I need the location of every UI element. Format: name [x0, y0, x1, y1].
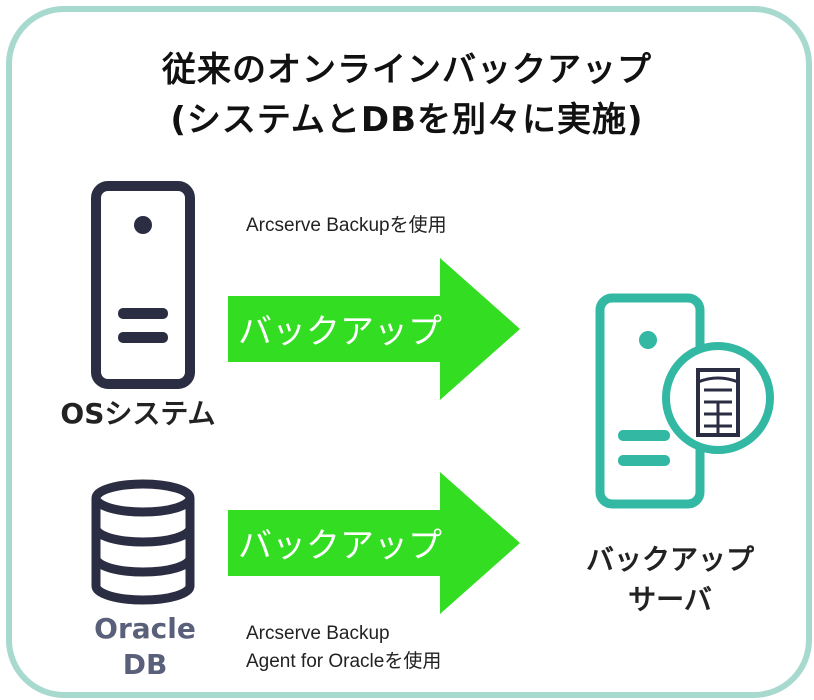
note-bottom-line2: Agent for Oracleを使用 — [246, 651, 442, 672]
arrow-top-label: バックアップ — [238, 312, 442, 352]
arrow-top — [228, 258, 520, 400]
arrow-bottom-label: バックアップ — [238, 526, 442, 566]
backup-server-icon — [595, 293, 774, 509]
backup-server-label-line1: バックアップ — [585, 543, 754, 576]
note-top: Arcserve Backupを使用 — [246, 215, 447, 236]
oracle-db-label-line1: Oracle — [94, 612, 196, 645]
backup-server-label-line2: サーバ — [628, 583, 712, 616]
title-line-2: (システムとDBを別々に実施) — [170, 100, 644, 140]
title-line-1: 従来のオンラインバックアップ — [162, 50, 652, 90]
os-system-label: OSシステム — [60, 397, 216, 430]
database-icon — [91, 479, 195, 605]
note-bottom-line1: Arcserve Backup — [246, 623, 390, 644]
arrow-bottom — [228, 472, 520, 614]
server-badge-icon — [696, 368, 740, 437]
oracle-db-label-line2: DB — [122, 648, 168, 681]
os-server-icon — [91, 181, 195, 389]
outer-frame — [6, 6, 812, 698]
